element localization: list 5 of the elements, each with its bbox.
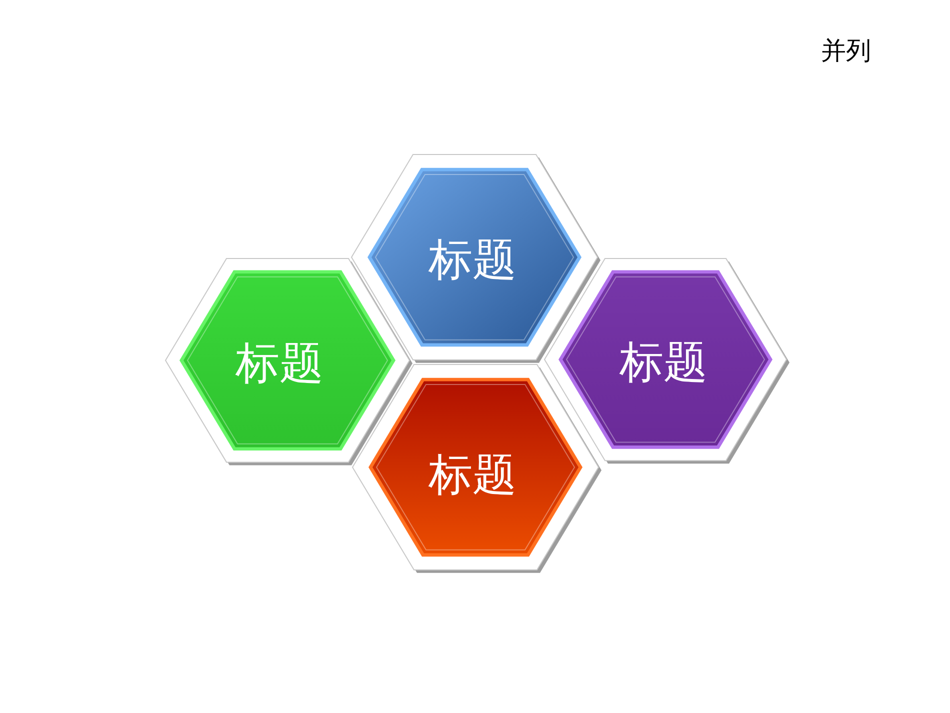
tile-title: 标题 xyxy=(428,234,516,286)
tile-title: 标题 xyxy=(428,449,516,500)
tile-title: 标题 xyxy=(235,338,323,389)
title: 并列 xyxy=(821,38,871,63)
tile-title: 标题 xyxy=(619,337,707,388)
